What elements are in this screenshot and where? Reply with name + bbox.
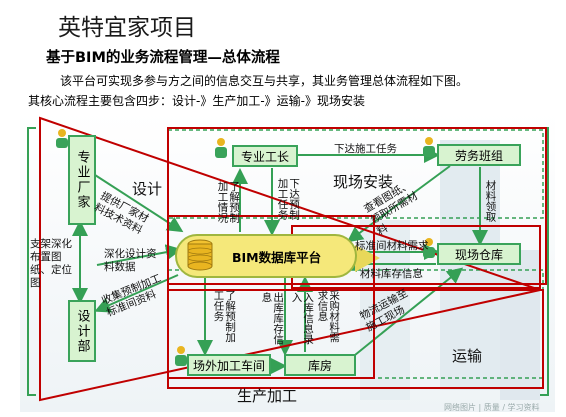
- watermark: 网络图片 | 质量 / 学习资料: [444, 403, 540, 412]
- region-site-install: 现场安装: [333, 173, 394, 191]
- bim-platform-label: BIM数据库平台: [232, 249, 322, 265]
- site-warehouse-node: 现场仓库: [437, 243, 521, 265]
- description-line-2: 其核心流程主要包含四步：设计-》生产加工-》运输-》现场安装: [28, 94, 365, 108]
- region-production: 生产加工: [237, 387, 298, 405]
- offsite-workshop-node: 场外加工车间: [187, 354, 271, 376]
- database-icon: [187, 239, 213, 271]
- manufacturer-node: 专业厂家: [68, 135, 96, 225]
- region-design: 设计: [132, 180, 163, 198]
- label-material-stock: 材料库存信息: [360, 268, 423, 280]
- label-warehouse-info: 入库信息录入: [290, 292, 315, 345]
- description-line-1: 该平台可实现多参与方之间的信息交互与共享，其业务管理总体流程如下图。: [60, 74, 469, 88]
- workshop-person-icon: [175, 346, 187, 366]
- label-design-to-bim: 深化设计资料数据: [104, 248, 157, 274]
- label-foreman-prefab: 了解预制加工情况: [216, 181, 241, 223]
- label-foreman-to-labor: 下达施工任务: [334, 143, 397, 155]
- label-std-material-req: 标准间材料需求: [355, 240, 429, 252]
- region-transport: 运输: [452, 347, 483, 365]
- label-foreman-task: 下达预制加工任务: [276, 178, 301, 220]
- label-purchase: 采购材料需求信息: [316, 290, 341, 343]
- label-warehouse-in: 出库库存信息: [260, 292, 285, 345]
- labor-person-icon: [423, 137, 435, 157]
- label-material-pickup: 材料领取: [484, 180, 497, 222]
- page-title: 英特宜家项目: [58, 15, 196, 41]
- page-subtitle: 基于BIM的业务流程管理—总体流程: [46, 50, 280, 66]
- design-dept-node: 设计部: [68, 300, 96, 362]
- warehouse-person-icon: [423, 238, 435, 258]
- manufacturer-person-icon: [56, 129, 68, 148]
- label-support-drawings: 支架深化布置图纸、定位图: [30, 238, 72, 290]
- foreman-node: 专业工长: [232, 145, 298, 167]
- warehouse-node: 库房: [284, 354, 356, 376]
- labor-team-node: 劳务班组: [437, 144, 521, 166]
- label-workshop-prefab: 了解预制加工任务: [212, 290, 237, 343]
- foreman-person-icon: [215, 138, 227, 158]
